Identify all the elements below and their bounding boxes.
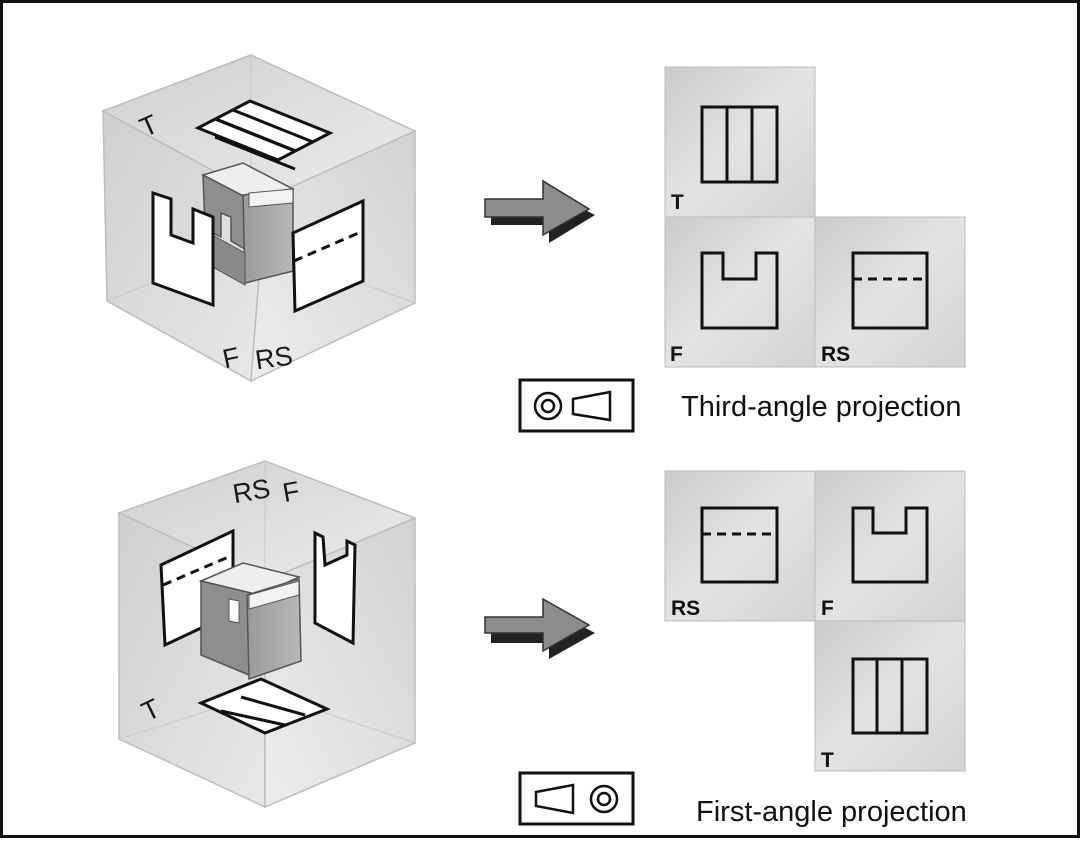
- cube-label-front-fa: F: [280, 476, 301, 508]
- third-angle-caption: Third-angle projection: [681, 391, 962, 423]
- top-view-panel-fa: [197, 677, 331, 735]
- third-angle-multiview: T F RS: [664, 66, 966, 368]
- front-view-fa-mv: [851, 506, 929, 584]
- panel-label-right-side: RS: [821, 343, 850, 366]
- right-side-view-fa-mv: [700, 506, 779, 584]
- right-side-view-panel: [291, 198, 365, 314]
- right-side-view: [851, 251, 929, 330]
- top-view-fa-mv: [851, 657, 929, 735]
- front-view: [700, 251, 779, 330]
- cube-label-right-side-fa: RS: [230, 473, 272, 509]
- arrow-icon: [484, 179, 595, 243]
- third-angle-symbol-icon: [518, 378, 635, 433]
- first-angle-symbol-icon: [518, 771, 635, 826]
- arrow-icon: [484, 597, 595, 659]
- first-angle-caption: First-angle projection: [696, 796, 967, 828]
- panel-label-front: F: [670, 343, 683, 366]
- panel-label-right-side-fa: RS: [671, 597, 700, 620]
- panel-label-top: T: [671, 191, 684, 214]
- front-view-panel-fa: [313, 530, 357, 646]
- top-view-panel: [194, 99, 334, 171]
- cube-label-front: F: [220, 342, 242, 375]
- first-angle-glass-box: RS F T: [117, 460, 418, 809]
- top-view: [700, 105, 779, 184]
- object-block-fa: [198, 562, 302, 681]
- first-angle-multiview: RS F T: [664, 470, 966, 772]
- third-angle-glass-box: T F RS: [101, 54, 417, 383]
- object-block: [201, 162, 295, 286]
- panel-label-top-fa: T: [821, 749, 834, 772]
- panel-label-front-fa: F: [821, 597, 834, 620]
- cube-label-right-side: RS: [253, 340, 294, 375]
- front-view-panel: [151, 190, 215, 308]
